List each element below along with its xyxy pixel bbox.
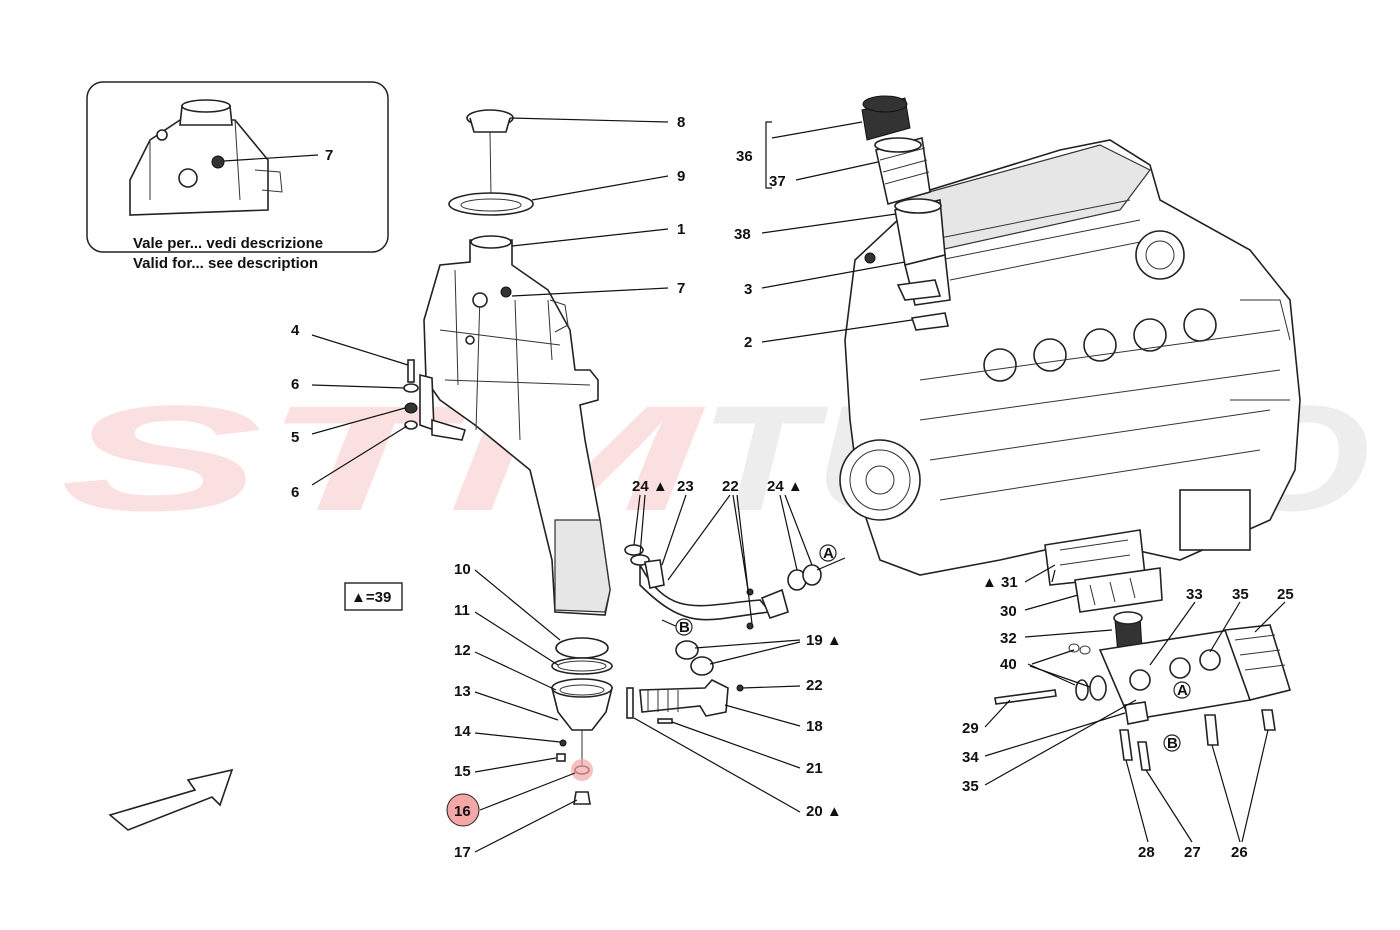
callout-5[interactable]: 5 bbox=[291, 429, 299, 446]
callout-22-upper[interactable]: 22 bbox=[722, 478, 739, 495]
callout-15[interactable]: 15 bbox=[454, 763, 471, 780]
callout-19[interactable]: 19 ▲ bbox=[806, 632, 842, 649]
callout-35-upper[interactable]: 35 bbox=[1232, 586, 1249, 603]
callout-6-upper[interactable]: 6 bbox=[291, 376, 299, 393]
callout-7[interactable]: 7 bbox=[677, 280, 685, 297]
callout-32[interactable]: 32 bbox=[1000, 630, 1017, 647]
callout-2[interactable]: 2 bbox=[744, 334, 752, 351]
oil-filter-assembly bbox=[861, 95, 951, 331]
callout-24-right[interactable]: 24 ▲ bbox=[767, 478, 803, 495]
callout-17[interactable]: 17 bbox=[454, 844, 471, 861]
connection-markers: A B A B bbox=[675, 544, 1191, 752]
inset-callout-7: 7 bbox=[325, 147, 333, 164]
inset-line1: Vale per... vedi descrizione bbox=[133, 235, 323, 252]
leader-lines bbox=[311, 117, 1286, 853]
callout-23[interactable]: 23 bbox=[677, 478, 694, 495]
engine-block bbox=[839, 139, 1301, 576]
callout-38[interactable]: 38 bbox=[734, 226, 751, 243]
callout-21[interactable]: 21 bbox=[806, 760, 823, 777]
drain-assembly bbox=[550, 637, 614, 805]
callout-3[interactable]: 3 bbox=[744, 281, 752, 298]
highlight-callout-circle bbox=[446, 793, 480, 827]
front-direction-arrow-icon bbox=[108, 768, 234, 831]
callout-29[interactable]: 29 bbox=[962, 720, 979, 737]
callout-35-lower[interactable]: 35 bbox=[962, 778, 979, 795]
callout-28[interactable]: 28 bbox=[1138, 844, 1155, 861]
callout-33[interactable]: 33 bbox=[1186, 586, 1203, 603]
callout-34[interactable]: 34 bbox=[962, 749, 979, 766]
legend-box: ▲=39 bbox=[344, 582, 403, 611]
callout-37[interactable]: 37 bbox=[769, 173, 786, 190]
legend-text: ▲=39 bbox=[351, 589, 391, 606]
callout-11[interactable]: 11 bbox=[454, 602, 470, 619]
callout-40[interactable]: 40 bbox=[1000, 656, 1017, 673]
callout-18[interactable]: 18 bbox=[806, 718, 823, 735]
inset-line2: Valid for... see description bbox=[133, 255, 318, 272]
callout-31[interactable]: ▲ 31 bbox=[982, 574, 1018, 591]
oil-tank-assembly bbox=[403, 109, 611, 616]
oil-pipes bbox=[624, 544, 822, 724]
marker-a-pipe: A bbox=[823, 545, 834, 562]
inset-variant-box: 7 Vale per... vedi descrizione Valid for… bbox=[86, 81, 389, 272]
callout-25[interactable]: 25 bbox=[1277, 586, 1294, 603]
oil-cooler-assembly bbox=[994, 529, 1292, 771]
callout-16[interactable]: 16 bbox=[454, 803, 471, 820]
callout-10[interactable]: 10 bbox=[454, 561, 471, 578]
callout-4[interactable]: 4 bbox=[291, 322, 300, 339]
marker-b-pipe: B bbox=[679, 619, 690, 636]
callout-13[interactable]: 13 bbox=[454, 683, 471, 700]
callout-labels: 8 9 1 7 4 6 5 6 36 37 38 3 2 24 ▲ 23 22 … bbox=[291, 114, 1294, 861]
marker-a-cooler: A bbox=[1177, 682, 1188, 699]
callout-9[interactable]: 9 bbox=[677, 168, 685, 185]
callout-24-left[interactable]: 24 ▲ bbox=[632, 478, 668, 495]
callout-26[interactable]: 26 bbox=[1231, 844, 1248, 861]
callout-20[interactable]: 20 ▲ bbox=[806, 803, 842, 820]
marker-b-cooler: B bbox=[1167, 735, 1178, 752]
callout-6-lower[interactable]: 6 bbox=[291, 484, 299, 501]
callout-1[interactable]: 1 bbox=[677, 221, 685, 238]
callout-27[interactable]: 27 bbox=[1184, 844, 1201, 861]
callout-22-lower[interactable]: 22 bbox=[806, 677, 823, 694]
callout-14[interactable]: 14 bbox=[454, 723, 471, 740]
callout-8[interactable]: 8 bbox=[677, 114, 685, 131]
watermark-left: STM bbox=[60, 374, 706, 542]
callout-36[interactable]: 36 bbox=[736, 148, 753, 165]
callout-12[interactable]: 12 bbox=[454, 642, 471, 659]
callout-30[interactable]: 30 bbox=[1000, 603, 1017, 620]
